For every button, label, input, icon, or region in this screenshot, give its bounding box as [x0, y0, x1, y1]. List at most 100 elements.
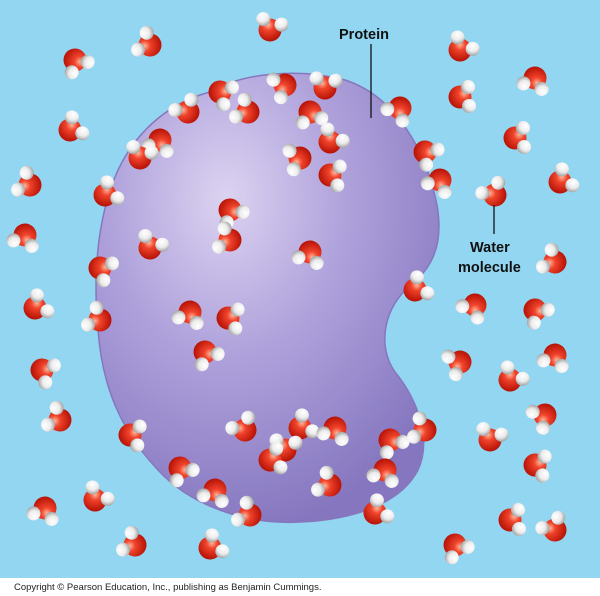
- water-molecules: [6, 12, 580, 565]
- hydrogen-atom: [29, 288, 44, 303]
- hydrogen-atom: [407, 429, 422, 444]
- water-molecule-icon: [536, 242, 567, 274]
- hydrogen-atom: [332, 159, 347, 174]
- water-molecule-icon: [363, 493, 395, 525]
- hydrogen-atom: [314, 111, 329, 126]
- water-molecule-icon: [316, 416, 349, 446]
- water-molecule-icon: [288, 408, 320, 440]
- hydrogen-atom: [64, 65, 79, 80]
- hydrogen-atom: [212, 239, 227, 254]
- water-molecule-icon: [441, 349, 472, 382]
- hydrogen-atom: [116, 542, 131, 557]
- water-molecule-icon: [525, 403, 557, 435]
- water-molecule-icon: [231, 495, 262, 527]
- hydrogen-atom: [395, 434, 410, 449]
- hydrogen-atom: [335, 133, 350, 148]
- hydrogen-atom: [80, 54, 95, 69]
- hydrogen-atom: [256, 12, 271, 27]
- hydrogen-atom: [210, 346, 225, 361]
- water-molecule-icon: [503, 121, 531, 154]
- water-molecule-icon: [126, 140, 159, 170]
- hydrogen-atom: [565, 178, 580, 193]
- hydrogen-atom: [319, 465, 334, 480]
- water-molecule-icon: [448, 30, 480, 62]
- hydrogen-atom: [225, 421, 240, 436]
- hydrogen-atom: [81, 317, 96, 332]
- hydrogen-atom: [124, 525, 139, 540]
- water-molecule-icon: [23, 288, 55, 320]
- hydrogen-atom: [554, 358, 569, 373]
- hydrogen-atom: [515, 371, 530, 386]
- hydrogen-atom: [282, 143, 297, 158]
- water-molecule-icon: [41, 400, 72, 432]
- oxygen-atom: [523, 298, 547, 322]
- hydrogen-atom: [286, 162, 301, 177]
- hydrogen-atom: [89, 300, 104, 315]
- hydrogen-atom: [511, 503, 525, 517]
- water-molecule-icon: [311, 465, 342, 497]
- hydrogen-atom: [462, 99, 476, 113]
- hydrogen-atom: [536, 259, 551, 274]
- oxygen-atom: [388, 96, 412, 120]
- hydrogen-atom: [241, 410, 256, 425]
- water-molecule-icon: [413, 140, 445, 172]
- hydrogen-atom: [215, 544, 230, 559]
- hydrogen-atom: [309, 71, 324, 86]
- water-molecule-icon: [318, 159, 347, 193]
- water-molecule-icon: [309, 71, 343, 100]
- hydrogen-atom: [465, 41, 480, 56]
- hydrogen-atom: [96, 273, 111, 288]
- hydrogen-atom: [130, 438, 145, 453]
- water-molecule-icon: [196, 478, 229, 508]
- water-molecule-icon: [93, 175, 125, 207]
- hydrogen-atom: [132, 419, 147, 434]
- hydrogen-atom: [26, 506, 41, 521]
- oxygen-atom: [318, 130, 342, 154]
- hydrogen-atom: [380, 102, 395, 117]
- water-molecule-icon: [193, 340, 225, 372]
- hydrogen-atom: [420, 286, 435, 301]
- hydrogen-atom: [430, 142, 445, 157]
- hydrogen-atom: [494, 427, 509, 442]
- hydrogen-atom: [512, 522, 526, 536]
- water-molecule-icon: [295, 100, 329, 130]
- hydrogen-atom: [334, 431, 349, 446]
- hydrogen-atom: [491, 175, 506, 190]
- oxygen-atom: [448, 38, 472, 62]
- hydrogen-atom: [412, 411, 427, 426]
- hydrogen-atom: [470, 310, 485, 325]
- hydrogen-atom: [294, 408, 309, 423]
- water-molecule-icon: [88, 256, 119, 288]
- hydrogen-atom: [273, 90, 288, 105]
- water-molecule-icon: [131, 25, 162, 57]
- hydrogen-atom: [38, 375, 53, 390]
- water-molecule-icon: [523, 449, 552, 483]
- hydrogen-atom: [273, 460, 288, 475]
- hydrogen-atom: [540, 302, 555, 317]
- hydrogen-atom: [194, 357, 209, 372]
- caption-strip: [0, 578, 600, 596]
- hydrogen-atom: [437, 184, 452, 199]
- hydrogen-atom: [544, 242, 559, 257]
- hydrogen-atom: [551, 510, 566, 525]
- hydrogen-atom: [214, 493, 229, 508]
- hydrogen-atom: [169, 473, 184, 488]
- water-molecule-icon: [26, 496, 59, 526]
- hydrogen-atom: [460, 539, 475, 554]
- hydrogen-atom: [384, 473, 399, 488]
- oxygen-atom: [498, 368, 522, 392]
- water-label-line-2: molecule: [458, 260, 521, 276]
- hydrogen-atom: [366, 468, 381, 483]
- water-molecule-icon: [403, 270, 435, 302]
- hydrogen-atom: [461, 80, 475, 94]
- water-molecule-icon: [378, 428, 410, 460]
- copyright-notice: Copyright © Pearson Education, Inc., pub…: [14, 582, 321, 593]
- hydrogen-atom: [185, 462, 200, 477]
- water-molecule-icon: [118, 419, 147, 453]
- water-molecule-icon: [256, 12, 289, 42]
- hydrogen-atom: [476, 422, 491, 437]
- hydrogen-atom: [535, 521, 550, 536]
- hydrogen-atom: [444, 550, 459, 565]
- oxygen-atom: [83, 488, 107, 512]
